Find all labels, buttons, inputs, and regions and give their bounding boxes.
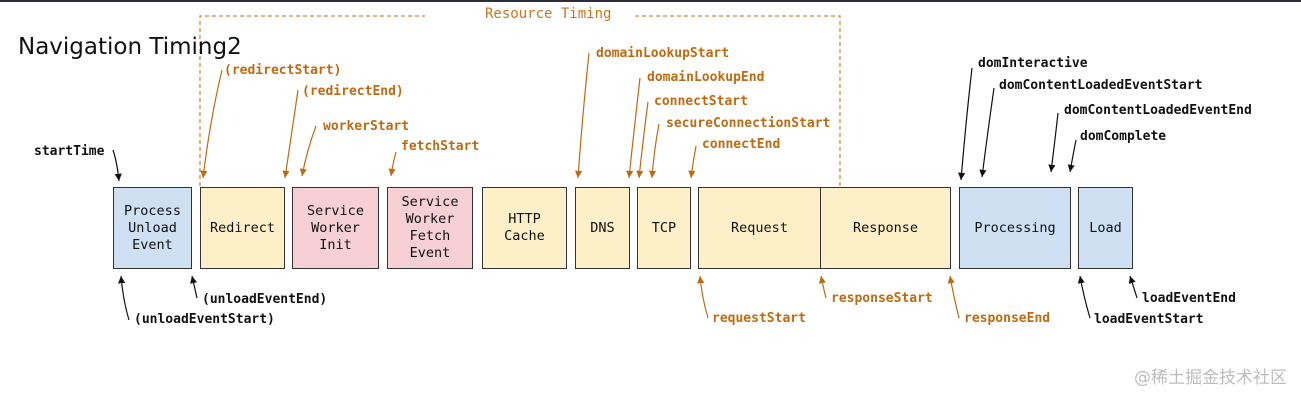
label-connect-start: connectStart [654,94,748,109]
stage-http-cache: HTTP Cache [482,187,567,269]
stage-response: Response [820,187,951,269]
label-dom-content-loaded-event-start: domContentLoadedEventStart [999,78,1203,93]
label-request-start: requestStart [712,311,806,326]
label-dom-content-loaded-event-end: domContentLoadedEventEnd [1064,103,1252,118]
stage-dns: DNS [575,187,630,269]
domain-lookup-end-arrow [626,77,641,179]
resource-timing-bracket [199,15,841,186]
label-worker-start: workerStart [323,119,410,134]
site-watermark: @稀土掘金技术社区 [1134,368,1287,388]
fetch-start-arrow [388,151,397,177]
label-secure-connection-start: secureConnectionStart [666,116,831,131]
stage-process-unload-event: Process Unload Event [113,187,192,269]
stage-load: Load [1078,187,1133,269]
stage-redirect: Redirect [200,187,285,269]
response-end-arrow [947,275,960,319]
resource-timing-label: Resource Timing [480,6,617,22]
label-load-event-start: loadEventStart [1094,312,1204,327]
load-event-end-arrow [1128,275,1138,299]
domain-lookup-start-arrow [574,52,590,179]
response-start-arrow [818,275,827,299]
label-response-start: responseStart [831,291,933,306]
label-dom-interactive: domInteractive [978,56,1088,71]
connect-start-arrow [636,101,649,179]
redirect-start-arrow [200,69,223,179]
unload-event-end-arrow [190,275,198,299]
unload-event-start-arrow [118,275,130,321]
stage-request: Request [698,187,821,269]
dom-interactive-arrow [958,67,973,181]
secure-connection-start-arrow [648,123,660,179]
label-load-event-end: loadEventEnd [1142,291,1236,306]
stage-service-worker-init: Service Worker Init [292,187,379,269]
stage-service-worker-fetch-event: Service Worker Fetch Event [387,187,473,269]
label-redirect-end: (redirectEnd) [302,84,404,99]
label-connect-end: connectEnd [702,137,781,152]
dom-complete-arrow [1067,139,1077,173]
connect-end-arrow [688,145,697,179]
label-unload-event-end: (unloadEventEnd) [202,292,328,307]
redirect-end-arrow [282,89,299,179]
label-redirect-start: (redirectStart) [224,63,342,78]
label-domain-lookup-end: domainLookupEnd [647,70,765,85]
start-time-arrow [112,149,122,182]
label-unload-event-start: (unloadEventStart) [134,312,275,327]
label-fetch-start: fetchStart [401,139,480,154]
page-title: Navigation Timing2 [18,34,242,60]
label-dom-complete: domComplete [1080,129,1167,144]
dom-content-loaded-end-arrow [1048,112,1059,173]
worker-start-arrow [299,125,317,177]
label-start-time: startTime [34,144,105,159]
load-event-start-arrow [1077,275,1091,319]
label-domain-lookup-start: domainLookupStart [596,46,730,61]
label-response-end: responseEnd [964,311,1051,326]
stage-tcp: TCP [637,187,691,269]
dom-content-loaded-start-arrow [979,87,995,178]
request-start-arrow [697,275,709,319]
stage-processing: Processing [959,187,1071,269]
top-border [0,0,1301,2]
